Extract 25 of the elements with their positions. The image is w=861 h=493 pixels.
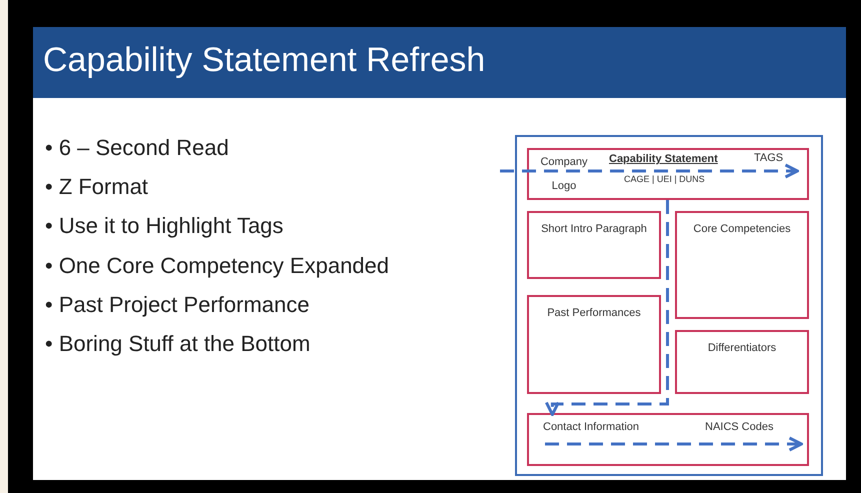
bullet-item: • One Core Competency Expanded xyxy=(45,252,390,280)
bullet-item: • Past Project Performance xyxy=(45,292,310,319)
section-label: Contact Information xyxy=(543,421,639,433)
section-label: CAGE | UEI | DUNS xyxy=(624,174,705,184)
section-box xyxy=(527,413,809,466)
section-label: Differentiators xyxy=(706,342,778,354)
section-box xyxy=(675,330,809,394)
bullet-item: • Use it to Highlight Tags xyxy=(45,213,284,240)
bullet-item: • Boring Stuff at the Bottom xyxy=(45,330,312,358)
heading-text: Capability Statement xyxy=(609,153,718,165)
section-box xyxy=(527,295,661,394)
section-box xyxy=(527,211,661,279)
section-label: Past Performances xyxy=(546,307,642,319)
bullet-item: • Z Format xyxy=(45,174,150,202)
section-box xyxy=(527,148,809,200)
slide-title: Capability Statement Refresh xyxy=(43,41,486,80)
page-outline xyxy=(515,135,823,476)
section-label: TAGS xyxy=(754,152,784,164)
section-label: Short Intro Paragraph xyxy=(540,223,648,235)
section-label: Core Competencies xyxy=(692,223,792,235)
section-box xyxy=(675,211,809,319)
placeholder-text: Company Logo xyxy=(539,155,589,194)
section-label: NAICS Codes xyxy=(705,421,774,433)
bullet-item: • 6 – Second Read xyxy=(45,135,230,162)
arrow xyxy=(544,200,669,416)
